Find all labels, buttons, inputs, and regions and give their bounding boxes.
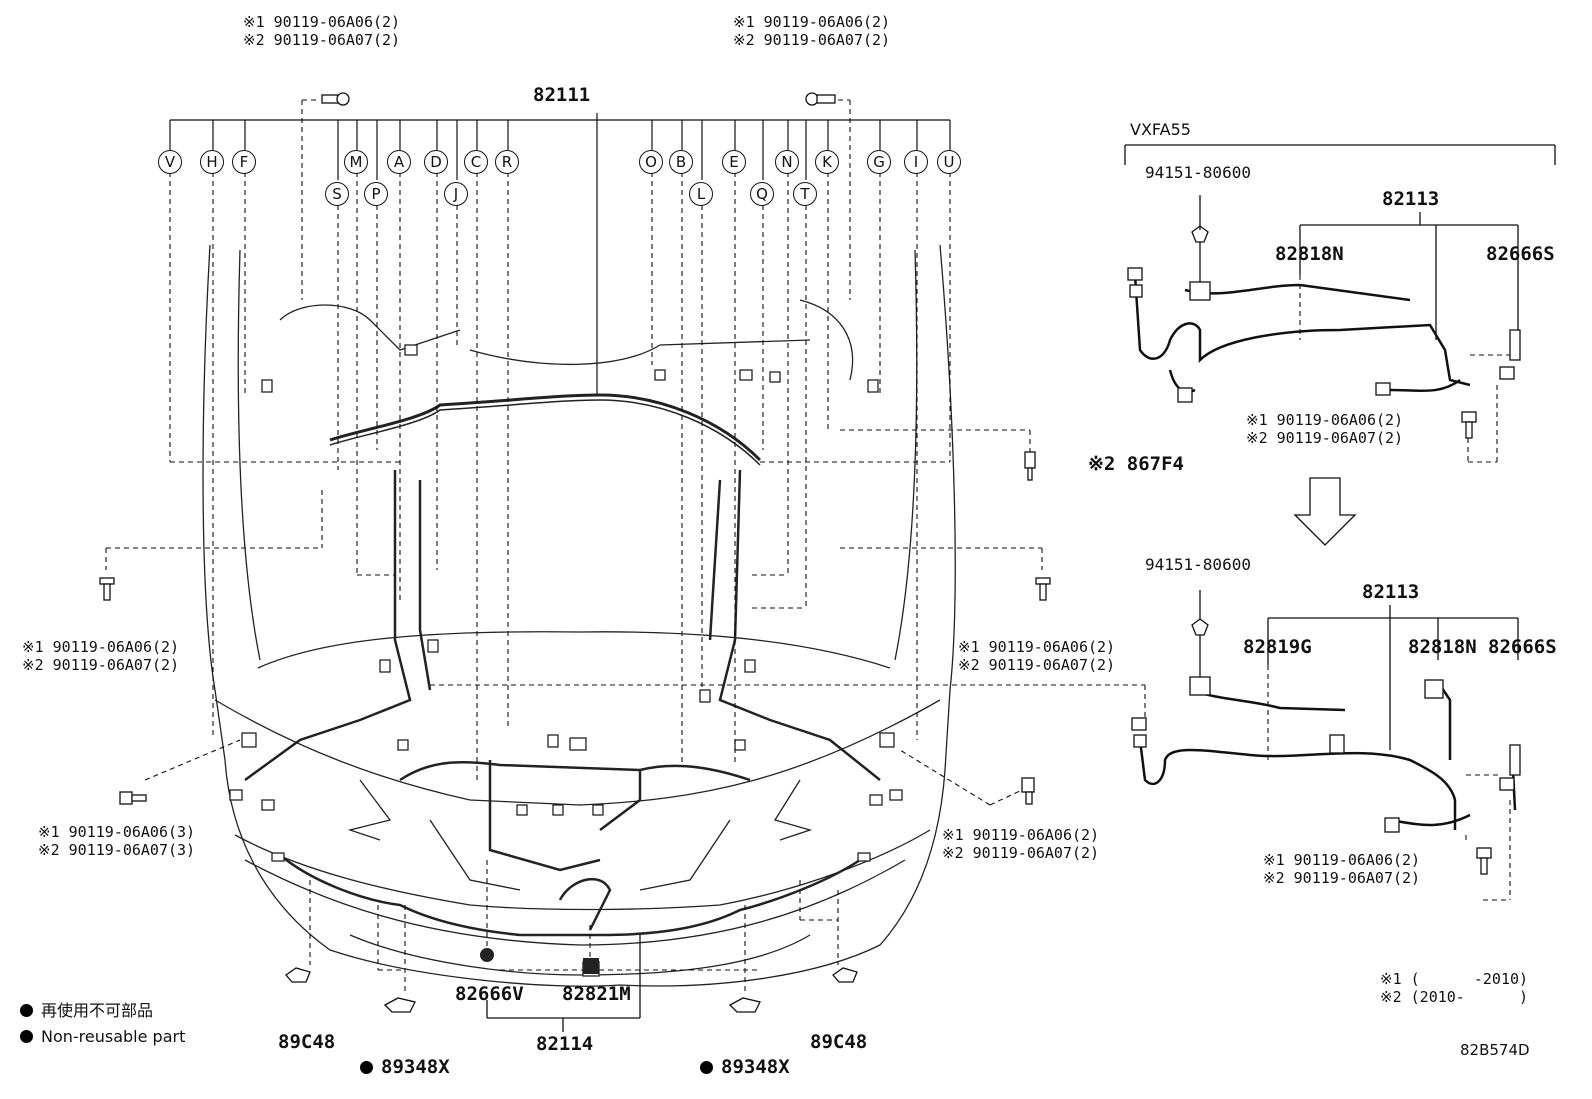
part-89348X-right-label: 89348X [700, 1058, 790, 1077]
bolt-icon-top-right [805, 92, 836, 106]
footnote-1: ※1 ( -2010) [1380, 970, 1529, 988]
clip-icon-sub2 [1191, 618, 1209, 636]
non-reusable-dot-icon [20, 1004, 33, 1017]
part-82113-top-label: 82113 [1382, 188, 1440, 210]
bolt-icon-left-low [119, 791, 147, 805]
non-reusable-dot-icon [700, 1061, 713, 1074]
footnote-2: ※2 (2010- ) [1380, 988, 1529, 1006]
bolt-icon-left [99, 577, 115, 601]
diagram-code: 82B574D [1460, 1041, 1530, 1059]
bolt-note-left-2: ※2 90119-06A07(2) [22, 656, 180, 674]
part-82113-bottom-label: 82113 [1362, 581, 1420, 603]
circle-label-Q: Q [750, 182, 774, 206]
circle-label-V: V [158, 150, 182, 174]
circle-label-H: H [200, 150, 224, 174]
sub1-bolt-note-1: ※1 90119-06A06(2) [1246, 411, 1404, 429]
circle-label-U: U [937, 150, 961, 174]
bolt-note-right-low-2: ※2 90119-06A07(2) [942, 844, 1100, 862]
circle-label-T: T [793, 182, 817, 206]
non-reusable-dot-icon [20, 1030, 33, 1043]
part-89348X-left-label: 89348X [360, 1058, 450, 1077]
circle-label-F: F [232, 150, 256, 174]
clip-94151-bottom-label: 94151-80600 [1145, 555, 1251, 574]
bolt-icon-sub2 [1476, 847, 1492, 875]
bracket-89C48-right-icon [832, 967, 858, 983]
circle-label-E: E [722, 150, 746, 174]
bracket-89C48-left-icon [285, 967, 311, 983]
bolt-icon-867F4 [1024, 451, 1036, 481]
circle-label-L: L [689, 182, 713, 206]
part-867F4-label: ※2 867F4 [1088, 453, 1184, 475]
bolt-note-top-left-2: ※2 90119-06A07(2) [243, 31, 401, 49]
circle-label-G: G [867, 150, 891, 174]
part-82114-label: 82114 [536, 1033, 594, 1055]
harness-loop [329, 393, 762, 462]
circle-label-O: O [639, 150, 663, 174]
part-89C48-right-label: 89C48 [810, 1031, 868, 1053]
circle-label-R: R [495, 150, 519, 174]
part-82666S-bottom-label: 82666S [1488, 636, 1557, 658]
circle-label-N: N [775, 150, 799, 174]
bolt-note-top-right-2: ※2 90119-06A07(2) [733, 31, 891, 49]
bolt-note-right-low-1: ※1 90119-06A06(2) [942, 826, 1100, 844]
legend-en: Non-reusable part [20, 1029, 185, 1045]
bolt-note-right-1: ※1 90119-06A06(2) [958, 638, 1116, 656]
sensor-89348X-left-icon [383, 997, 416, 1013]
bolt-note-right-2: ※2 90119-06A07(2) [958, 656, 1116, 674]
bolt-note-top-right-1: ※1 90119-06A06(2) [733, 13, 891, 31]
bolt-icon-sub1 [1461, 411, 1477, 439]
sub1-bolt-note-2: ※2 90119-06A07(2) [1246, 429, 1404, 447]
part-82818N-bottom-label: 82818N [1408, 636, 1477, 658]
bolt-note-top-left-1: ※1 90119-06A06(2) [243, 13, 401, 31]
hood-outline [202, 244, 956, 987]
sensor-89348X-right-icon [728, 997, 761, 1013]
bolt-icon-top-left [321, 92, 350, 106]
part-82818N-top-label: 82818N [1275, 243, 1344, 265]
bolt-icon-right [1035, 577, 1051, 601]
clip-94151-top-label: 94151-80600 [1145, 163, 1251, 182]
bolt-note-left-1: ※1 90119-06A06(2) [22, 638, 180, 656]
circle-label-B: B [669, 150, 693, 174]
circle-label-P: P [364, 182, 388, 206]
circle-label-S: S [325, 182, 349, 206]
bolt-icon-right-low [1021, 777, 1035, 805]
circle-label-C: C [464, 150, 488, 174]
circle-label-J: J [444, 182, 468, 206]
circle-label-K: K [815, 150, 839, 174]
circle-label-A: A [387, 150, 411, 174]
part-82111-label: 82111 [533, 84, 591, 106]
circle-label-D: D [424, 150, 448, 174]
part-82821M-label: 82821M [562, 983, 631, 1005]
82821M-part-icon [583, 958, 599, 974]
legend-jp: 再使用不可部品 [20, 1003, 153, 1019]
clip-icon-sub1 [1191, 225, 1209, 243]
circle-label-M: M [344, 150, 368, 174]
bolt-note-left-low-1: ※1 90119-06A06(3) [38, 823, 196, 841]
part-82819G-label: 82819G [1243, 636, 1312, 658]
non-reusable-dot-icon [360, 1061, 373, 1074]
part-82666S-top-label: 82666S [1486, 243, 1555, 265]
circle-label-I: I [904, 150, 928, 174]
variant-label: VXFA55 [1130, 120, 1191, 139]
part-89C48-left-label: 89C48 [278, 1031, 336, 1053]
82666V-part-icon [480, 948, 494, 962]
bolt-note-left-low-2: ※2 90119-06A07(3) [38, 841, 196, 859]
part-82666V-label: 82666V [455, 983, 524, 1005]
sub2-bolt-note-1: ※1 90119-06A06(2) [1263, 851, 1421, 869]
sub2-bolt-note-2: ※2 90119-06A07(2) [1263, 869, 1421, 887]
